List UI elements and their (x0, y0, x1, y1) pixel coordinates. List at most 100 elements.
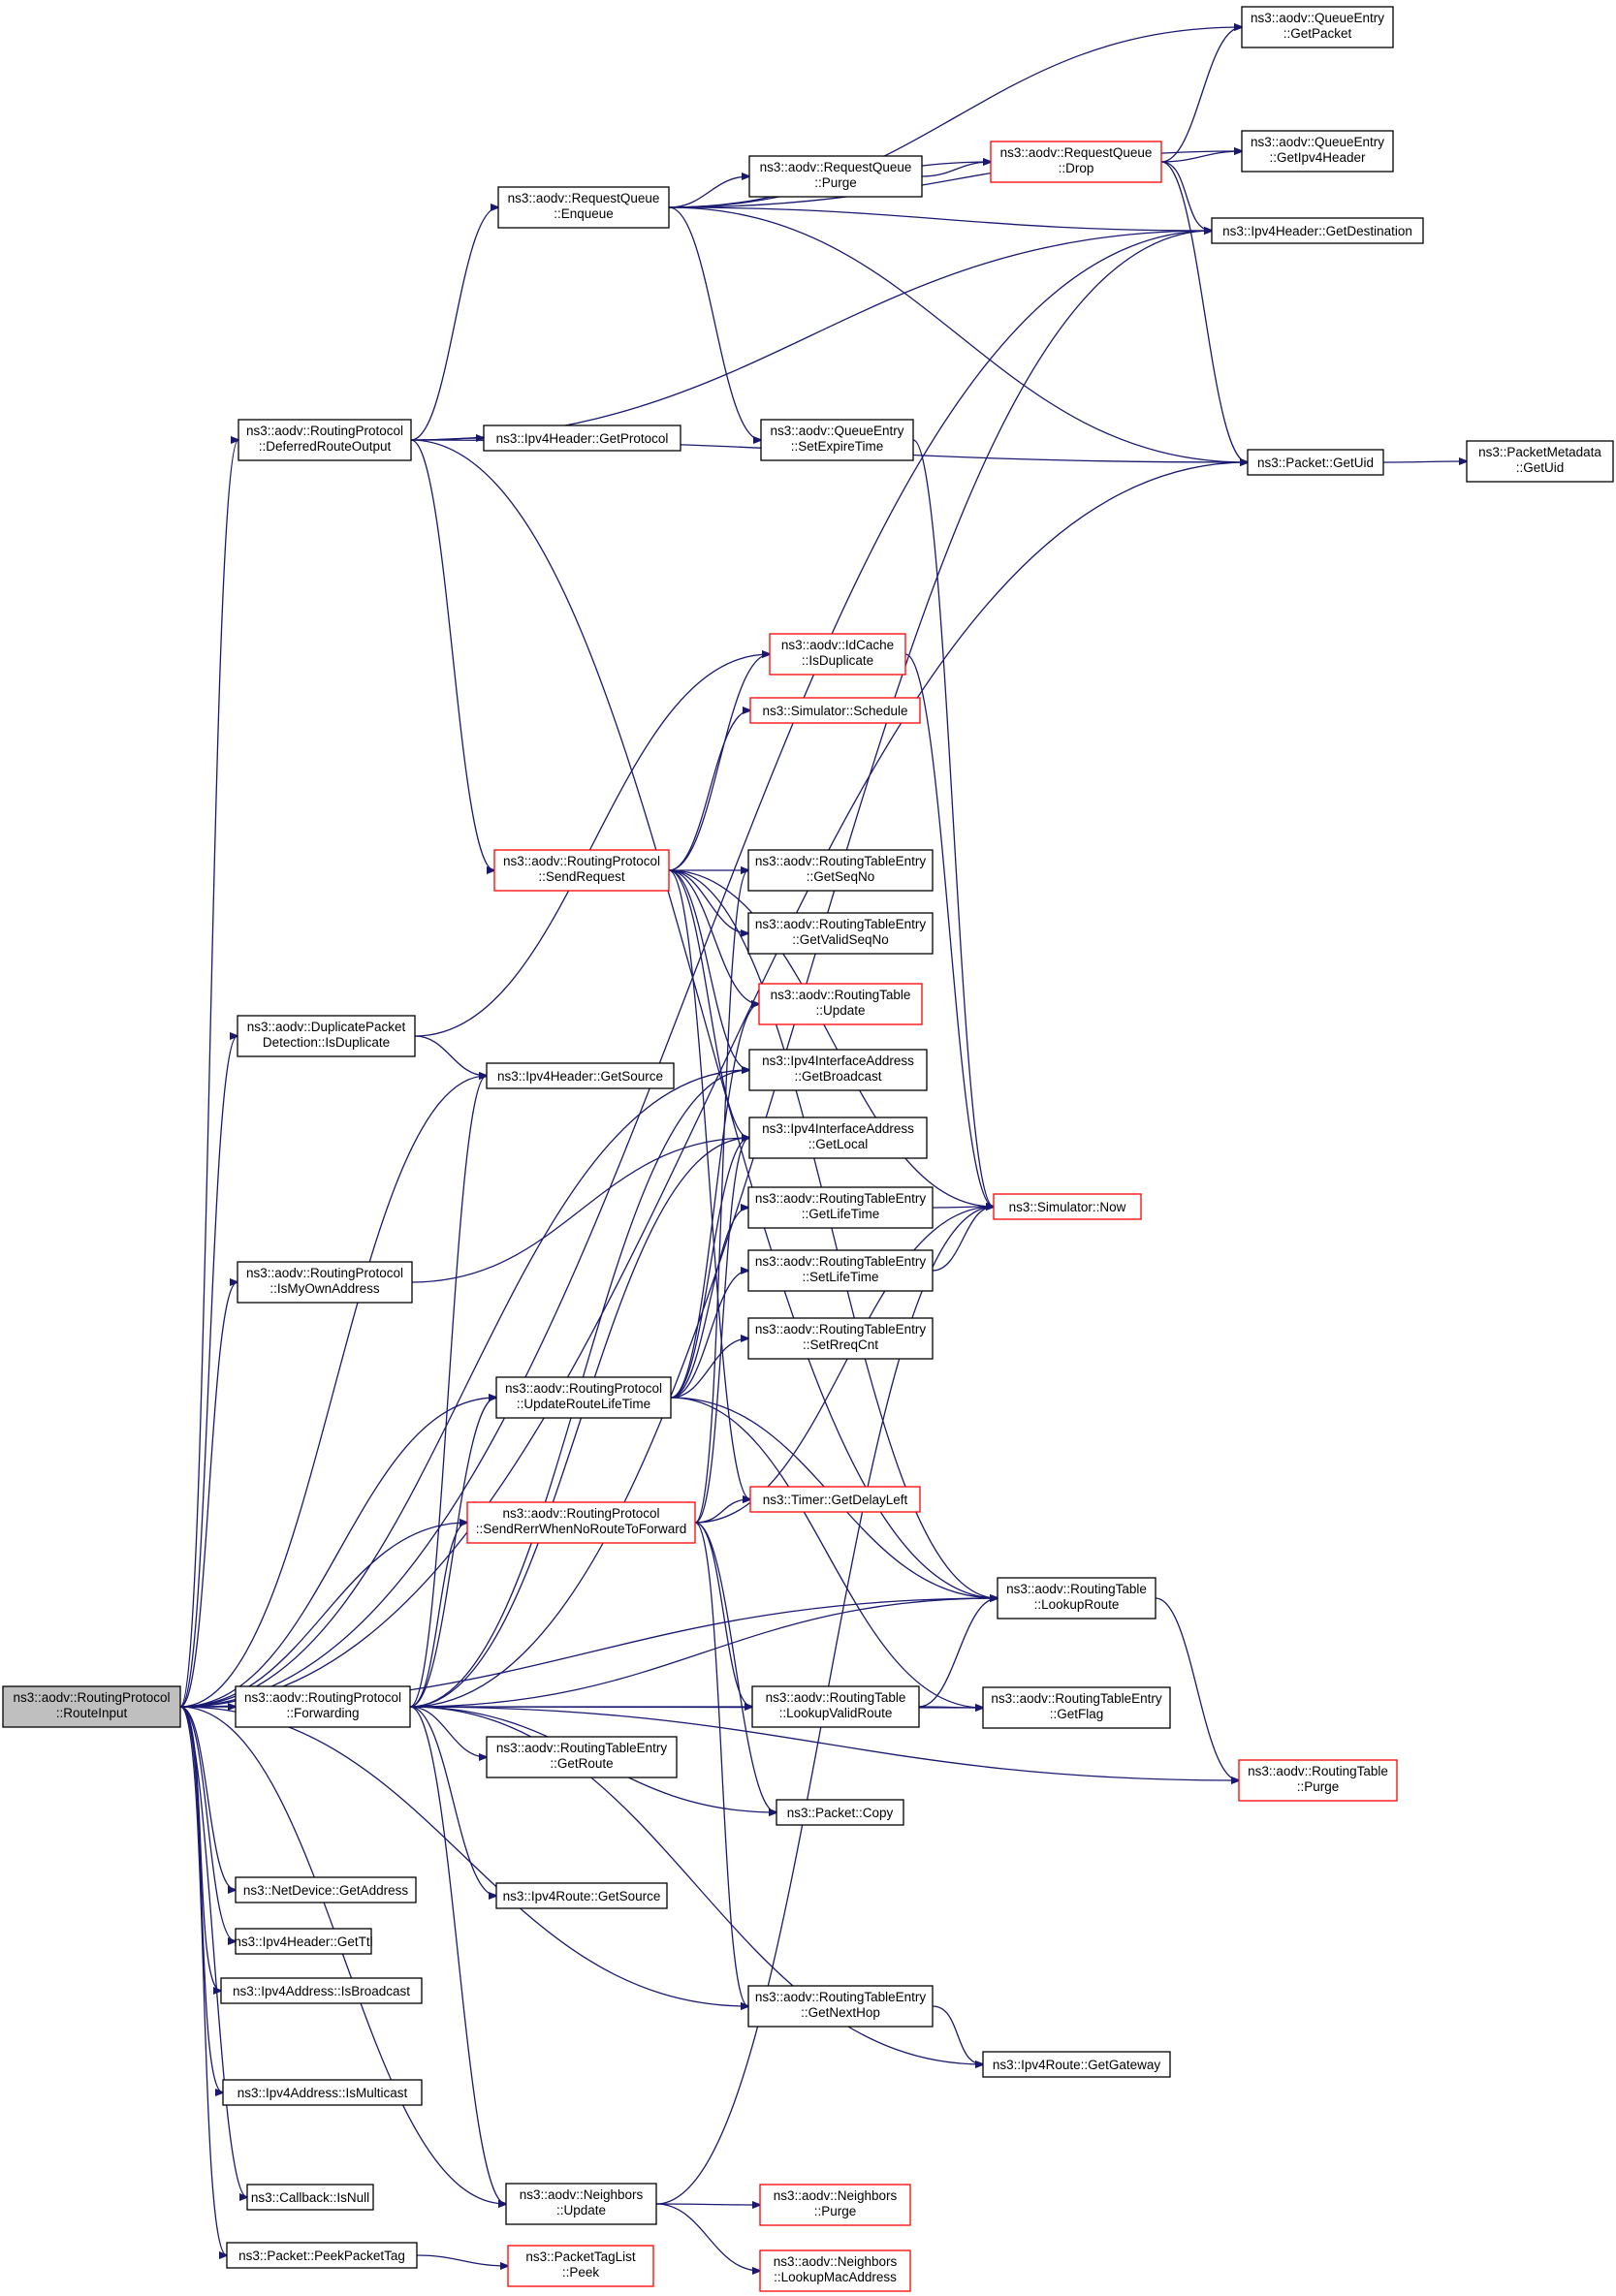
node-getproto[interactable]: ns3::Ipv4Header::GetProtocol (483, 425, 681, 452)
node-dro[interactable]: ns3::aodv::RoutingProtocol::DeferredRout… (238, 419, 412, 461)
edge-sendreq-to-getbcast (668, 869, 749, 1070)
node-box (982, 1686, 1171, 1729)
node-forwarding[interactable]: ns3::aodv::RoutingProtocol::Forwarding (235, 1685, 411, 1728)
edge-sendreq-to-getlocal (668, 869, 749, 1138)
node-qegetpacket[interactable]: ns3::aodv::QueueEntry::GetPacket (1241, 6, 1394, 48)
node-qegetipv4[interactable]: ns3::aodv::QueueEntry::GetIpv4Header (1241, 130, 1394, 173)
node-lookupvalid[interactable]: ns3::aodv::RoutingTable::LookupValidRout… (751, 1685, 920, 1728)
node-label: ns3::aodv::RoutingProtocol (244, 1690, 401, 1705)
node-label: ns3::aodv::RoutingTableEntry (991, 1691, 1162, 1706)
edge-urlt-to-getlocal (670, 1138, 749, 1399)
edge-nbupdate-to-lookupmac (655, 2203, 760, 2271)
node-myaddr[interactable]: ns3::aodv::RoutingProtocol::IsMyOwnAddre… (237, 1261, 413, 1304)
node-srerr[interactable]: ns3::aodv::RoutingProtocol::SendRerrWhen… (466, 1501, 696, 1544)
node-root[interactable]: ns3::aodv::RoutingProtocol::RouteInput (2, 1685, 181, 1728)
node-box (1466, 440, 1614, 483)
node-ndgetaddr[interactable]: ns3::NetDevice::GetAddress (235, 1876, 417, 1903)
node-label: ns3::Simulator::Now (1009, 1200, 1126, 1214)
node-idcache[interactable]: ns3::aodv::IdCache::IsDuplicate (769, 633, 906, 676)
node-label: ::Purge (814, 2204, 857, 2218)
edge-dup-to-idcache (414, 654, 770, 1037)
node-label: ns3::aodv::DuplicatePacket (247, 1020, 406, 1034)
node-nbpurge[interactable]: ns3::aodv::Neighbors::Purge (759, 2184, 911, 2226)
node-box (495, 1882, 668, 1909)
node-simnow[interactable]: ns3::Simulator::Now (993, 1193, 1142, 1220)
node-box (507, 2245, 654, 2287)
node-rqenq[interactable]: ns3::aodv::RequestQueue::Enqueue (497, 186, 670, 229)
edge-root-to-isbcast (179, 1706, 221, 1991)
node-label: ::GetFlag (1050, 1707, 1104, 1721)
edge-srerr-to-lookupvalid (694, 1522, 752, 1707)
edge-root-to-urlt (179, 1398, 496, 1708)
node-getlocal[interactable]: ns3::Ipv4InterfaceAddress::GetLocal (748, 1117, 928, 1159)
node-label: ns3::aodv::QueueEntry (1251, 11, 1384, 25)
node-label: ns3::Ipv4InterfaceAddress (762, 1121, 914, 1136)
edge-root-to-srerr (179, 1523, 467, 1708)
node-getdest[interactable]: ns3::Ipv4Header::GetDestination (1211, 217, 1424, 244)
node-getseqno[interactable]: ns3::aodv::RoutingTableEntry::GetSeqNo (747, 849, 934, 892)
node-label: ::DeferredRouteOutput (259, 439, 392, 454)
edge-forwarding-to-nbupdate (409, 1706, 506, 2204)
node-label: ns3::Packet::GetUid (1257, 456, 1374, 470)
node-label: ::Purge (1297, 1779, 1340, 1794)
node-getbcast[interactable]: ns3::Ipv4InterfaceAddress::GetBroadcast (748, 1049, 928, 1091)
node-lookuproute[interactable]: ns3::aodv::RoutingTable::LookupRoute (997, 1577, 1157, 1620)
node-getttl[interactable]: ns3::Ipv4Header::GetTtl (234, 1928, 373, 1955)
node-box (747, 1249, 934, 1292)
node-box (483, 425, 681, 452)
node-box (1241, 6, 1394, 48)
edge-urlt-to-getflag (670, 1397, 983, 1708)
node-getflag[interactable]: ns3::aodv::RoutingTableEntry::GetFlag (982, 1686, 1171, 1729)
node-setrreq[interactable]: ns3::aodv::RoutingTableEntry::SetRreqCnt (747, 1317, 934, 1360)
node-label: ns3::aodv::RoutingProtocol (505, 1381, 662, 1396)
node-setlifetime[interactable]: ns3::aodv::RoutingTableEntry::SetLifeTim… (747, 1249, 934, 1292)
node-getvalidseq[interactable]: ns3::aodv::RoutingTableEntry::GetValidSe… (747, 912, 934, 955)
node-getsrc[interactable]: ns3::Ipv4Header::GetSource (486, 1062, 675, 1089)
node-pcopy[interactable]: ns3::Packet::Copy (776, 1799, 904, 1826)
node-nbupdate[interactable]: ns3::aodv::Neighbors::Update (505, 2183, 657, 2225)
edge-root-to-isnull (179, 1706, 247, 2197)
node-pmguid[interactable]: ns3::PacketMetadata::GetUid (1466, 440, 1614, 483)
node-gwgateway[interactable]: ns3::Ipv4Route::GetGateway (982, 2051, 1171, 2078)
edge-rqenq-to-setexp (668, 206, 761, 440)
node-delayleft[interactable]: ns3::Timer::GetDelayLeft (749, 1486, 921, 1513)
edge-sendreq-to-simnow (668, 869, 994, 1207)
node-dup[interactable]: ns3::aodv::DuplicatePacketDetection::IsD… (237, 1015, 416, 1057)
node-schedule[interactable]: ns3::Simulator::Schedule (749, 697, 921, 724)
node-box (220, 1977, 423, 2004)
node-box (776, 1799, 904, 1826)
node-isnull[interactable]: ns3::Callback::IsNull (246, 2184, 374, 2211)
node-label: ::LookupRoute (1034, 1597, 1120, 1612)
edge-root-to-peekpt (179, 1706, 227, 2255)
node-sendreq[interactable]: ns3::aodv::RoutingProtocol::SendRequest (493, 849, 670, 892)
node-label: ns3::aodv::RoutingTable (1248, 1764, 1388, 1778)
node-rtupdate[interactable]: ns3::aodv::RoutingTable::Update (758, 983, 923, 1025)
node-label: ns3::aodv::RoutingProtocol (13, 1690, 170, 1705)
edge-urlt-to-setlifetime (670, 1271, 748, 1399)
node-routegetsrc[interactable]: ns3::Ipv4Route::GetSource (495, 1882, 668, 1909)
edge-lookuproute-to-rtpurge (1155, 1597, 1239, 1780)
node-rqpurge[interactable]: ns3::aodv::RequestQueue::Purge (748, 155, 923, 198)
node-box (747, 1317, 934, 1360)
node-rqdrop[interactable]: ns3::aodv::RequestQueue::Drop (990, 141, 1162, 183)
node-label: ::GetSeqNo (807, 869, 875, 884)
node-label: ::GetBroadcast (794, 1069, 881, 1084)
node-label: ns3::NetDevice::GetAddress (243, 1883, 409, 1898)
node-rtpurge[interactable]: ns3::aodv::RoutingTable::Purge (1238, 1759, 1398, 1802)
node-setexp[interactable]: ns3::aodv::QueueEntry::SetExpireTime (760, 419, 914, 461)
node-lookupmac[interactable]: ns3::aodv::Neighbors::LookupMacAddress (759, 2249, 911, 2292)
node-box (238, 419, 412, 461)
node-isbcast[interactable]: ns3::Ipv4Address::IsBroadcast (220, 1977, 423, 2004)
node-peekpt[interactable]: ns3::Packet::PeekPacketTag (226, 2242, 418, 2269)
node-getnexthop[interactable]: ns3::aodv::RoutingTableEntry::GetNextHop (747, 1985, 934, 2028)
edge-urlt-to-rtupdate (670, 1004, 759, 1399)
node-urlt[interactable]: ns3::aodv::RoutingProtocol::UpdateRouteL… (495, 1376, 672, 1419)
node-label: ::LookupValidRoute (779, 1706, 893, 1720)
node-box (760, 419, 914, 461)
edge-getuid-to-pmguid (1382, 461, 1467, 462)
node-getlifetime[interactable]: ns3::aodv::RoutingTableEntry::GetLifeTim… (747, 1186, 934, 1229)
node-ismcast[interactable]: ns3::Ipv4Address::IsMulticast (222, 2079, 423, 2106)
node-rtegetroute[interactable]: ns3::aodv::RoutingTableEntry::GetRoute (486, 1736, 678, 1778)
node-ptlpeek[interactable]: ns3::PacketTagList::Peek (507, 2245, 654, 2287)
node-getuid[interactable]: ns3::Packet::GetUid (1247, 449, 1384, 476)
